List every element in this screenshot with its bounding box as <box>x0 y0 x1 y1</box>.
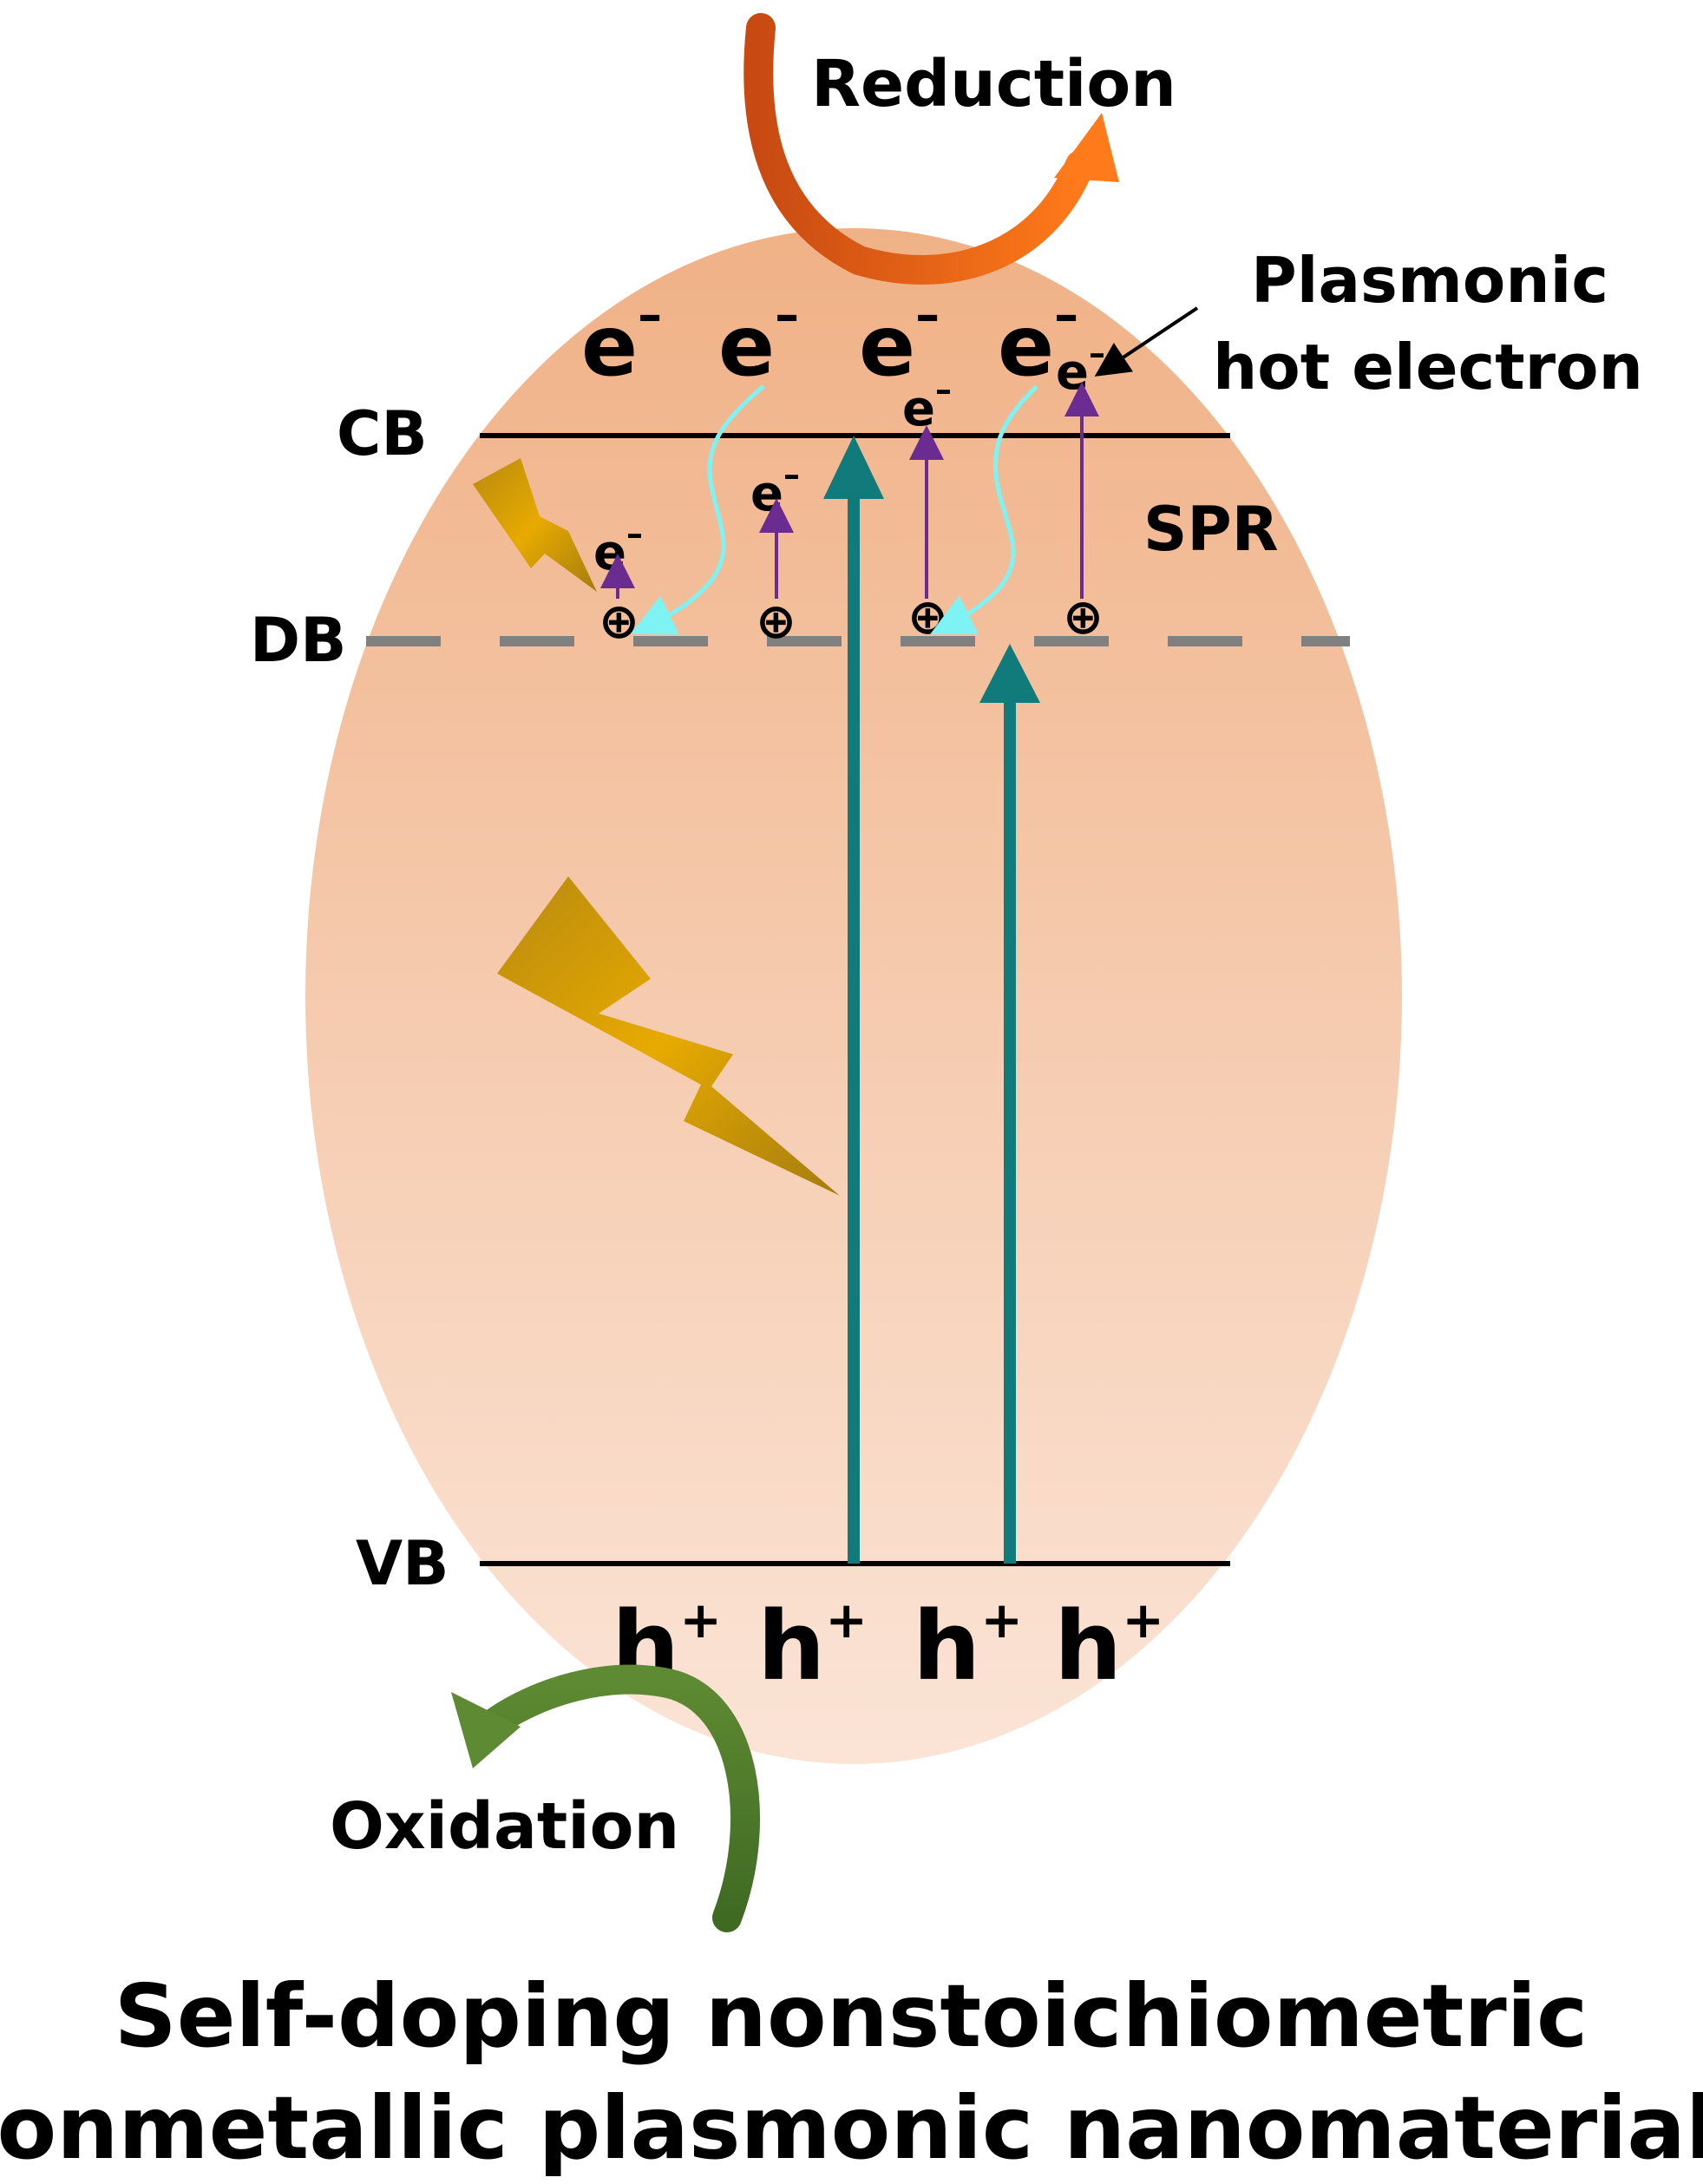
vb-hole: h+ <box>913 1590 1023 1702</box>
db-excited-electron: e– <box>1056 334 1105 401</box>
cyan-relaxation-arrow <box>630 384 765 635</box>
small-lightning-icon <box>473 458 597 592</box>
cb-electron: e– <box>581 287 662 395</box>
plasmonic-pointer-arrow <box>1094 306 1199 377</box>
cyan-relaxation-arrow <box>930 384 1038 634</box>
reduction-arrowhead <box>1054 113 1119 182</box>
svg-text:h+: h+ <box>757 1590 868 1702</box>
caption-line2: nonmetallic plasmonic nanomaterials <box>0 2077 1703 2179</box>
oxidation-arrowhead <box>451 1692 521 1768</box>
svg-text:e–: e– <box>718 287 799 395</box>
vb-hole: h+ <box>1054 1590 1164 1702</box>
db-excited-electron: e– <box>902 371 952 437</box>
cb-electron: e– <box>859 287 940 395</box>
vb-hole: h+ <box>757 1590 868 1702</box>
teal-vb-cb-arrowhead <box>823 436 884 499</box>
plasmonic-label-line2: hot electron <box>1213 331 1643 403</box>
vb-label: VB <box>356 1528 449 1599</box>
caption-line1: Self-doping nonstoichiometric <box>115 1965 1588 2067</box>
oxidation-label: Oxidation <box>330 1789 679 1864</box>
large-lightning-icon <box>497 876 840 1196</box>
svg-text:h+: h+ <box>913 1590 1023 1702</box>
cb-label: CB <box>337 398 428 469</box>
teal-vb-db-arrowhead <box>979 644 1040 703</box>
svg-text:e–: e– <box>1056 334 1105 401</box>
spr-label: SPR <box>1143 494 1279 565</box>
reduction-arrow <box>743 13 1095 285</box>
reduction-label: Reduction <box>811 47 1176 121</box>
cb-electron: e– <box>998 287 1078 395</box>
plasmonic-label-line1: Plasmonic <box>1251 244 1608 317</box>
cb-electron: e– <box>718 287 799 395</box>
hole-site-symbol: ⊕ <box>599 594 639 650</box>
svg-text:e–: e– <box>902 371 952 437</box>
svg-text:e–: e– <box>998 287 1078 395</box>
svg-text:e–: e– <box>581 287 662 395</box>
db-label: DB <box>250 605 346 676</box>
hole-site-symbol: ⊕ <box>756 594 796 650</box>
oxidation-arrow <box>480 1664 760 1932</box>
svg-text:h+: h+ <box>1054 1590 1164 1702</box>
svg-text:e–: e– <box>859 287 940 395</box>
